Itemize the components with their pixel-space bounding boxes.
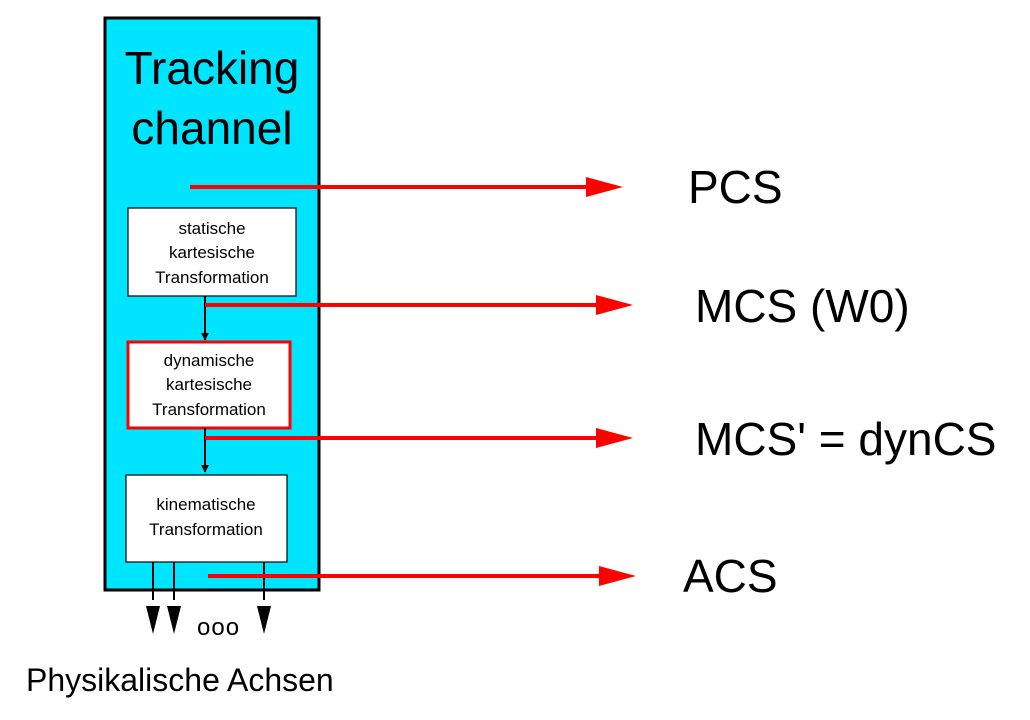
static-box-line2: kartesische (169, 243, 255, 262)
arrow-right-icon (586, 177, 623, 197)
arrow-right-icon (596, 295, 633, 315)
axes-ellipsis: ooo (197, 614, 240, 641)
arrow-down-icon (257, 606, 271, 634)
static-box-line3: Transformation (155, 268, 269, 287)
dynamic-transformation-box (126, 340, 292, 430)
acs-label: ACS (683, 550, 778, 602)
arrow-right-icon (596, 428, 633, 448)
arrow-right-icon (599, 566, 636, 586)
tracking-channel-title-line2: channel (131, 102, 292, 154)
dynamic-box-line2: kartesische (166, 375, 252, 394)
arrow-down-icon (146, 606, 160, 634)
tracking-channel-title-line1: Tracking (125, 42, 300, 94)
kinematic-box-line1: kinematische (156, 495, 255, 514)
dyncs-label: MCS' = dynCS (695, 413, 997, 465)
kinematic-box-line2: Transformation (149, 520, 263, 539)
mcs-label: MCS (W0) (695, 280, 910, 332)
dynamic-box-line3: Transformation (152, 400, 266, 419)
static-box-line1: statische (178, 219, 245, 238)
physical-axes-label: Physikalische Achsen (26, 662, 334, 698)
dynamic-box-line1: dynamische (164, 351, 255, 370)
pcs-label: PCS (688, 161, 783, 213)
kinematic-transformation-box (125, 474, 288, 563)
arrow-down-icon (167, 606, 181, 634)
static-transformation-box (127, 207, 297, 297)
